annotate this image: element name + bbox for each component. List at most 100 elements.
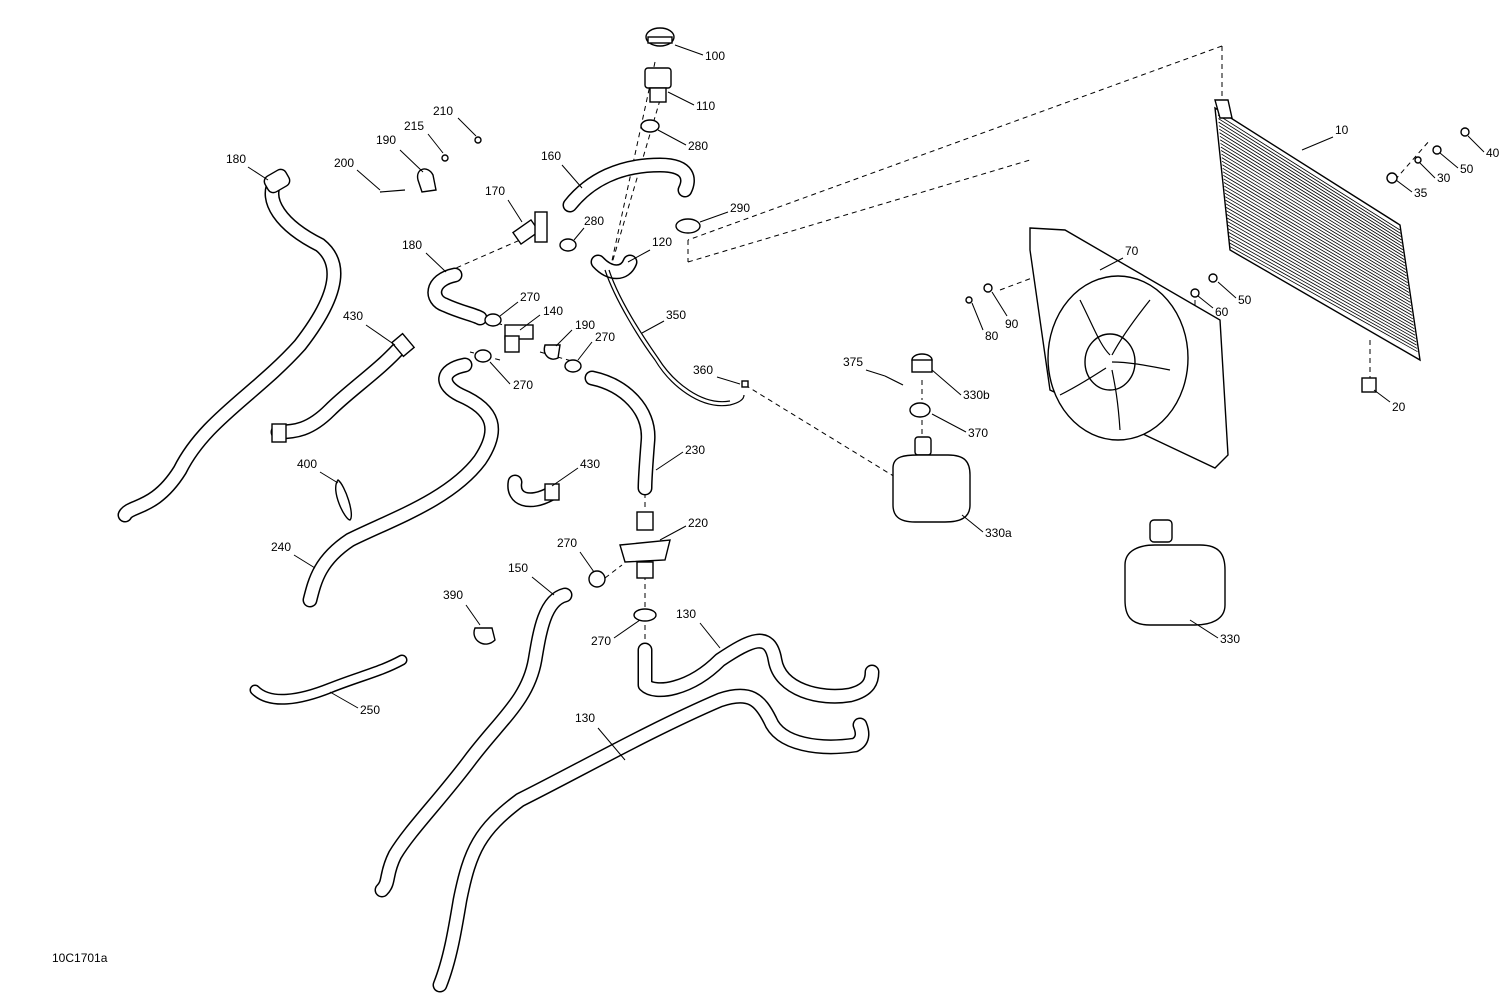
callout-leader-50a <box>1439 152 1459 169</box>
callout-280a: 280 <box>688 139 708 153</box>
callout-leader-10 <box>1301 136 1334 151</box>
callout-190b: 190 <box>575 318 595 332</box>
callout-80: 80 <box>985 329 999 343</box>
callout-270a: 270 <box>520 290 540 304</box>
callout-leader-240 <box>293 554 316 569</box>
radiator-fin <box>1218 118 1401 234</box>
callout-leader-210 <box>457 117 477 137</box>
callout-leader-375 <box>865 369 886 377</box>
callout-leader-390 <box>465 604 481 626</box>
callout-leader-430a <box>365 324 396 346</box>
callout-130a: 130 <box>676 607 696 621</box>
callout-leader-100 <box>674 44 704 56</box>
callouts: 1001102801601702802901202102151902001801… <box>226 44 1500 761</box>
radiator-fin <box>1224 192 1411 303</box>
callout-215: 215 <box>404 119 424 133</box>
callout-leader-270c <box>489 361 511 385</box>
callout-leader-30 <box>1419 162 1436 179</box>
callout-leader-160 <box>561 164 583 189</box>
callout-30: 30 <box>1437 171 1451 185</box>
callout-leader-330b <box>931 369 962 396</box>
radiator-fin <box>1226 207 1413 316</box>
callout-70: 70 <box>1125 244 1139 258</box>
radiator-fin <box>1221 160 1407 274</box>
callout-leader-150 <box>531 576 555 596</box>
callout-400: 400 <box>297 457 317 471</box>
callout-leader-120 <box>627 249 651 263</box>
callout-leader-140 <box>519 314 541 331</box>
callout-leader-280a <box>657 129 687 146</box>
callout-40: 40 <box>1486 146 1500 160</box>
radiator-fin <box>1220 139 1404 254</box>
callout-90: 90 <box>1005 317 1019 331</box>
radiator-fin <box>1228 235 1417 343</box>
callout-leader-430b <box>551 467 579 487</box>
callout-370: 370 <box>968 426 988 440</box>
callout-430a: 430 <box>343 309 363 323</box>
radiator-fin <box>1222 164 1407 277</box>
reference-code: 10C1701a <box>52 951 108 965</box>
callout-leader-200 <box>356 169 381 191</box>
callout-leader-270d <box>579 551 595 573</box>
radiator-fin <box>1222 167 1408 280</box>
callout-leader-190a <box>399 149 424 173</box>
callout-leader-170 <box>507 199 523 223</box>
callout-leader-60 <box>1197 295 1214 309</box>
callout-leader-330a <box>961 514 984 533</box>
alignment-lines <box>439 45 1431 650</box>
callout-leader-270a <box>499 301 519 317</box>
callout-200: 200 <box>334 156 354 170</box>
fan-assembly <box>1029 227 1229 469</box>
callout-leader-400 <box>319 471 339 484</box>
callout-leader-70 <box>1099 257 1124 271</box>
callout-220: 220 <box>688 516 708 530</box>
radiator-fin <box>1219 128 1403 244</box>
callout-leader-90 <box>991 291 1008 317</box>
radiator-fin <box>1220 146 1405 260</box>
radiator-fin <box>1228 238 1417 346</box>
radiator-fin <box>1221 157 1406 270</box>
hoses <box>117 157 880 993</box>
callout-170: 170 <box>485 184 505 198</box>
radiator-fin <box>1223 178 1409 290</box>
callout-leader-80 <box>971 302 984 331</box>
callout-leader-190b <box>555 329 573 347</box>
callout-110: 110 <box>696 99 715 113</box>
callout-leader-20 <box>1373 389 1391 403</box>
callout-230: 230 <box>685 443 705 457</box>
callout-leader-360 <box>716 376 741 385</box>
callout-250: 250 <box>360 703 380 717</box>
radiator-fin <box>1229 246 1418 353</box>
callout-190a: 190 <box>376 133 396 147</box>
radiator-fin <box>1220 143 1404 257</box>
callout-160: 160 <box>541 149 561 163</box>
callout-leader-130b <box>597 727 626 761</box>
callout-leader-280b <box>573 227 585 241</box>
callout-270b: 270 <box>595 330 615 344</box>
callout-leader-270b <box>577 341 593 361</box>
callout-50a: 50 <box>1460 162 1474 176</box>
radiator-fin <box>1220 150 1405 264</box>
callout-50b: 50 <box>1238 293 1252 307</box>
radiator-fin <box>1229 242 1418 349</box>
radiator-fin <box>1226 217 1414 326</box>
callout-leader-180b <box>425 252 447 273</box>
callout-leader-330 <box>1189 619 1219 639</box>
callout-270d: 270 <box>557 536 577 550</box>
radiator-fin <box>1219 135 1404 251</box>
radiator-fin <box>1223 182 1410 293</box>
callout-10: 10 <box>1335 123 1349 137</box>
callout-350: 350 <box>666 308 686 322</box>
radiator-fin <box>1227 228 1416 336</box>
callout-leader-50b <box>1217 281 1237 299</box>
callout-leader-110 <box>667 91 695 106</box>
callout-leader-40 <box>1467 135 1485 153</box>
callout-leader-215 <box>427 133 444 154</box>
callout-35: 35 <box>1414 186 1428 200</box>
callout-330a: 330a <box>985 526 1012 540</box>
callout-270e: 270 <box>591 634 611 648</box>
callout-leader-180a <box>247 166 269 181</box>
radiator-fin <box>1218 121 1402 237</box>
callout-430b: 430 <box>580 457 600 471</box>
radiator-fin <box>1227 224 1415 333</box>
